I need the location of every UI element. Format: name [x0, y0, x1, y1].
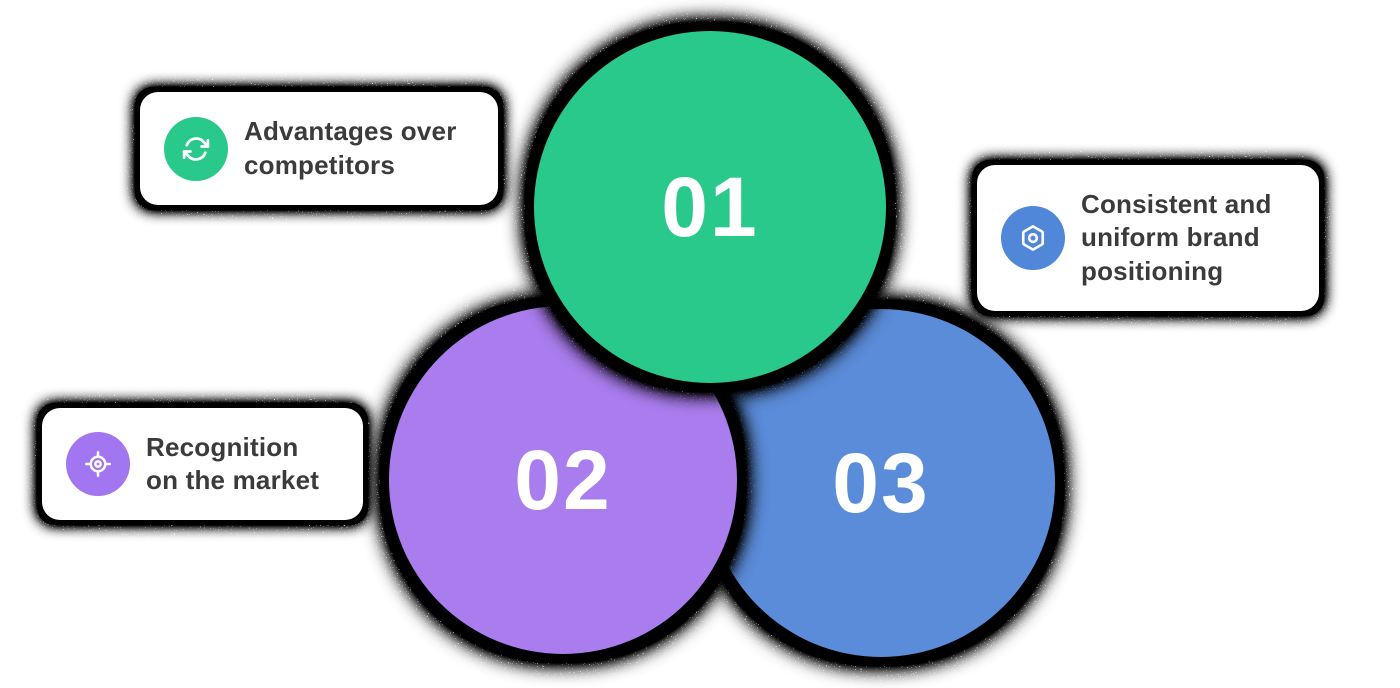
circle-01: 01 — [534, 31, 886, 383]
card-recognition-label: Recognition on the market — [146, 431, 320, 495]
hexagon-nut-icon — [1001, 206, 1065, 270]
refresh-icon — [164, 116, 228, 181]
card-advantages: Advantages over competitors — [140, 92, 498, 205]
card-brand-positioning: Consistent and uniform brand positioning — [977, 165, 1319, 311]
circle-03-number: 03 — [832, 436, 930, 530]
card-advantages-label: Advantages over competitors — [244, 116, 457, 180]
card-recognition: Recognition on the market — [42, 408, 363, 520]
card-brand-positioning-label: Consistent and uniform brand positioning — [1081, 189, 1272, 286]
circle-02-number: 02 — [514, 433, 612, 527]
circle-01-number: 01 — [661, 160, 759, 254]
target-icon — [66, 432, 130, 496]
